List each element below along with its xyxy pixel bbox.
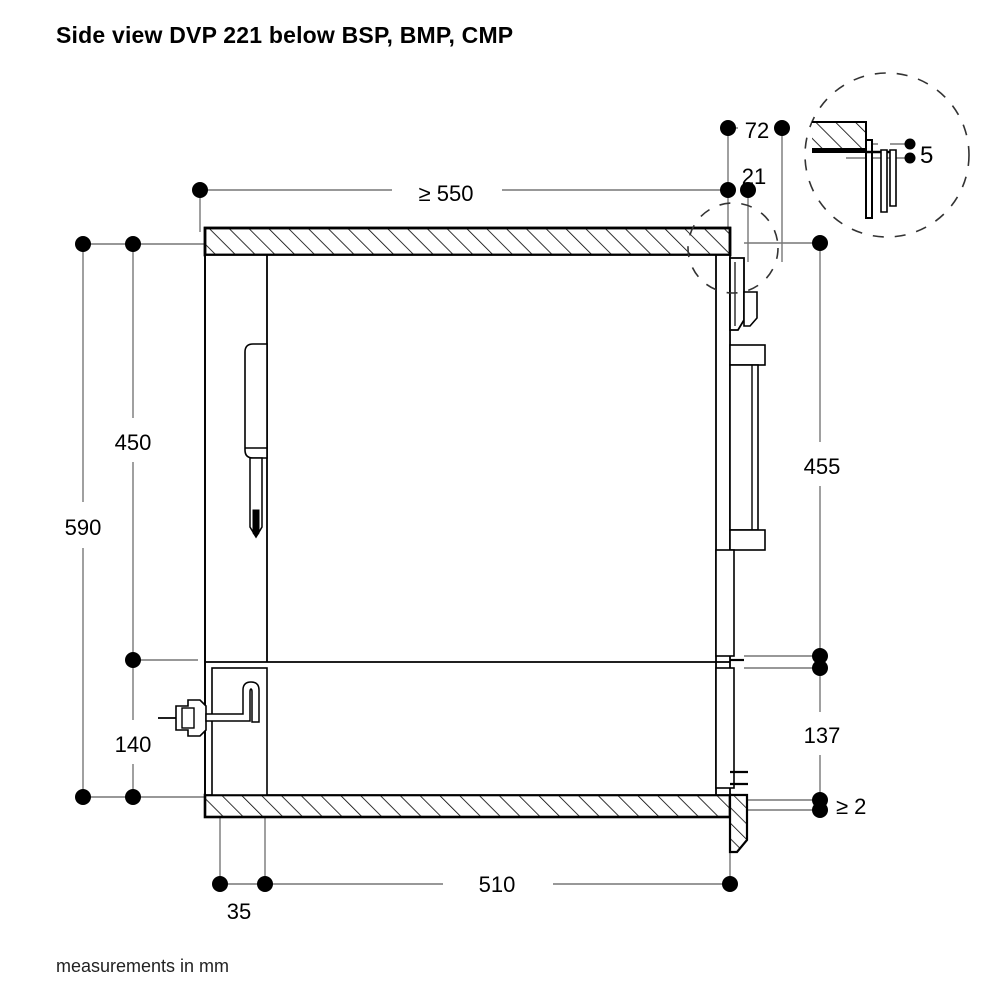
dim-dot: [212, 876, 228, 892]
plug-body-inner: [181, 707, 195, 729]
dim-dot: [774, 120, 790, 136]
dim-dot: [904, 138, 916, 150]
detail-magnified-content: [812, 121, 897, 219]
rear-bracket-top: [729, 344, 766, 366]
label-detail-gap-5: 5: [920, 142, 933, 169]
rear-top-trim: [729, 257, 745, 331]
dim-dot: [812, 660, 828, 676]
rear-top-tab: [743, 291, 758, 327]
detail-panel-hatch: [812, 122, 866, 152]
label-width-clearance: ≥ 550: [419, 181, 474, 206]
door-handle-grip: [244, 343, 268, 459]
label-depth-total: 510: [479, 872, 516, 897]
top-panel-hatch: [205, 228, 730, 255]
dim-dot: [192, 182, 208, 198]
door-handle-tip: [252, 509, 260, 538]
dim-dot: [75, 789, 91, 805]
cabinet-outline-group: [158, 226, 766, 854]
rear-lower-panel: [715, 549, 735, 657]
dim-dot: [720, 120, 736, 136]
dim-dot: [125, 652, 141, 668]
detail-circle-source: [687, 202, 779, 294]
label-gap-bottom: ≥ 2: [836, 794, 866, 819]
dimension-labels-group: ≥ 550 72 21 5 450 590 140 455 137 ≥ 2 51…: [65, 118, 934, 924]
dim-dot: [812, 802, 828, 818]
label-height-cavity: 450: [115, 430, 152, 455]
power-cable: [205, 681, 260, 723]
label-height-base: 140: [115, 732, 152, 757]
detail-callout-group: [687, 72, 970, 294]
units-note: measurements in mm: [56, 956, 230, 976]
label-height-total: 590: [65, 515, 102, 540]
dim-dot: [125, 236, 141, 252]
dim-dot: [722, 876, 738, 892]
dim-dot: [812, 648, 828, 664]
detail-circle-magnified: [804, 72, 970, 238]
dimension-dots-group: [75, 120, 916, 892]
dim-dot: [812, 235, 828, 251]
detail-gap-piece-b: [889, 149, 897, 207]
dim-dot: [720, 182, 736, 198]
bottom-right-block: [728, 793, 749, 854]
rear-bracket-bottom: [729, 529, 766, 551]
dim-dot: [75, 236, 91, 252]
appliance-body: [204, 254, 731, 796]
label-height-right-lower: 137: [804, 723, 841, 748]
detail-vertical-trim: [865, 139, 873, 219]
bottom-right-block-hatch: [730, 795, 747, 852]
dim-dot: [740, 182, 756, 198]
label-top-offset-21: 21: [742, 164, 766, 189]
rear-vent-channel: [729, 364, 759, 531]
bottom-panel-hatch: [205, 795, 730, 817]
label-height-right-upper: 455: [804, 454, 841, 479]
page-title: Side view DVP 221 below BSP, BMP, CMP: [56, 22, 514, 48]
dim-dot: [904, 152, 916, 164]
dim-dot: [257, 876, 273, 892]
label-front-offset: 35: [227, 899, 251, 924]
dim-dot: [125, 789, 141, 805]
rear-base-panel: [715, 667, 735, 789]
detail-gap-piece-a: [880, 149, 888, 213]
label-top-offset-72: 72: [745, 118, 769, 143]
